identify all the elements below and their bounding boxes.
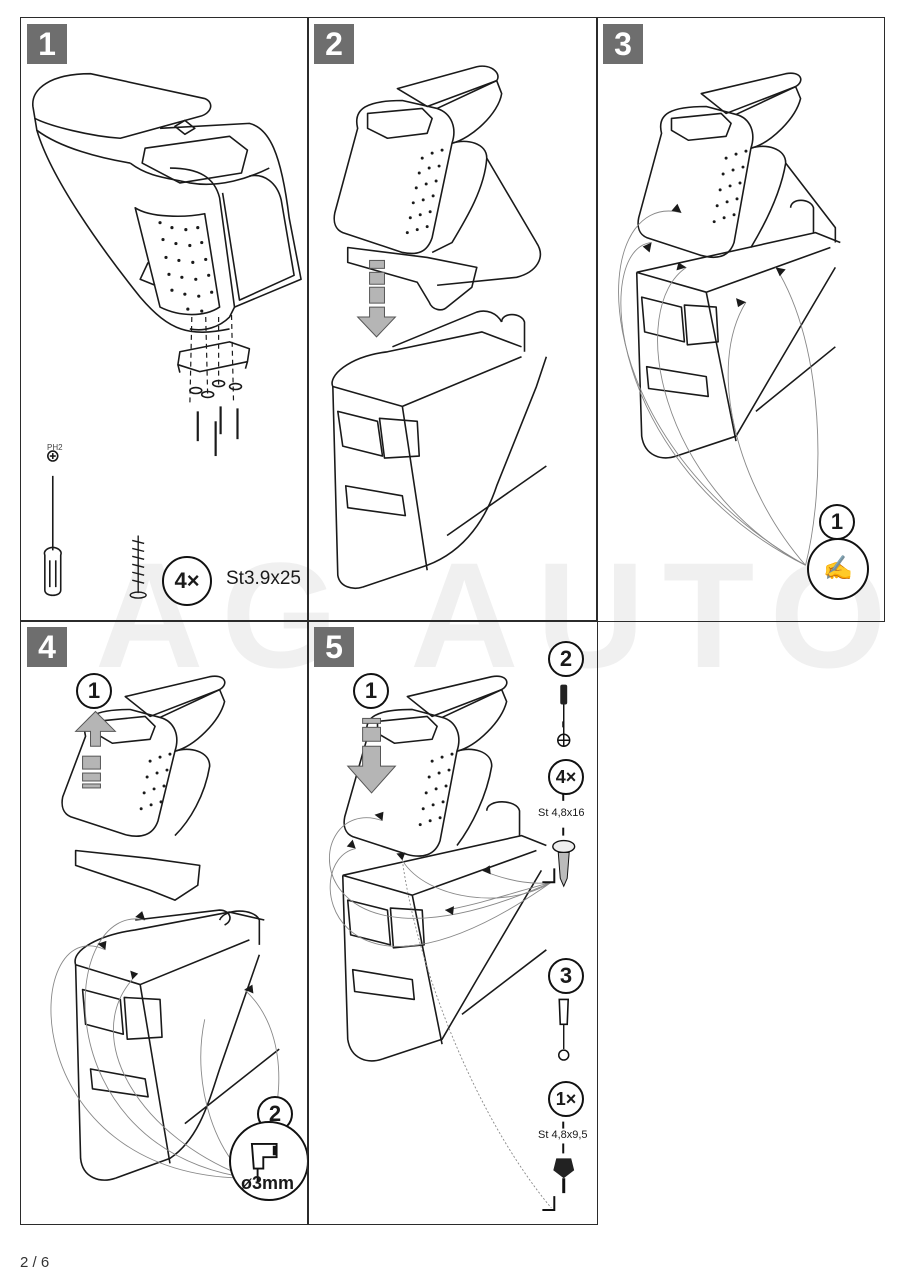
step-badge: 4 (27, 627, 67, 667)
drilling-illustration (50, 675, 280, 1181)
screw-quantity: 4× (174, 568, 200, 593)
screw-a-spec: St 4,8x16 (538, 807, 585, 819)
screw-b-icon (553, 1158, 575, 1194)
down-arrow-icon (356, 259, 397, 338)
armrest-exploded-illustration (32, 72, 302, 599)
step-badge: 1 (27, 24, 67, 64)
screw-a-icon (552, 839, 576, 888)
screw-icon (129, 535, 147, 599)
down-arrow-icon (346, 717, 397, 794)
step-5-panel: 5 (307, 620, 598, 1225)
callout-number: 1 (819, 504, 855, 540)
marking-holes-illustration (618, 72, 841, 566)
callout-number-1: 1 (353, 673, 389, 709)
callout-number-2: 2 (548, 641, 584, 677)
step-1-panel: 1 (20, 17, 309, 622)
quantity-circle-a: 4× (548, 759, 584, 795)
step-badge: 2 (314, 24, 354, 64)
marker-pen-icon: ✍ (807, 538, 869, 600)
callout-number-3: 3 (548, 958, 584, 994)
phillips-screwdriver-icon (557, 684, 571, 747)
callout-number-1: 1 (76, 673, 112, 709)
drill-icon-circle: ø3mm (229, 1121, 309, 1201)
step-badge: 3 (603, 24, 643, 64)
slotted-screwdriver-icon (558, 998, 570, 1061)
armrest-install-illustration (331, 65, 548, 590)
screw-b-spec: St 4,8x9,5 (538, 1129, 588, 1141)
perforation-dots (158, 221, 214, 313)
up-arrow-icon (74, 710, 117, 789)
step-4-panel: 4 (20, 620, 309, 1225)
drill-icon (250, 1142, 278, 1182)
guide-lines (618, 210, 819, 566)
screwdriver-icon (43, 450, 62, 597)
tool-size-label: PH2 (47, 443, 63, 452)
quantity-circle-b: 1× (548, 1081, 584, 1117)
perforation-dots (405, 148, 444, 235)
step-2-panel: 2 (307, 17, 598, 622)
quantity-circle: 4× (162, 556, 212, 606)
marking-arrows (642, 203, 786, 308)
page-number: 2 / 6 (20, 1254, 50, 1271)
step-3-panel: 3 (596, 17, 885, 622)
step-badge: 5 (314, 627, 354, 667)
drill-size-label: ø3mm (241, 1173, 295, 1193)
screw-spec-label: St3.9x25 (226, 568, 301, 589)
fastening-illustration (329, 675, 576, 1212)
